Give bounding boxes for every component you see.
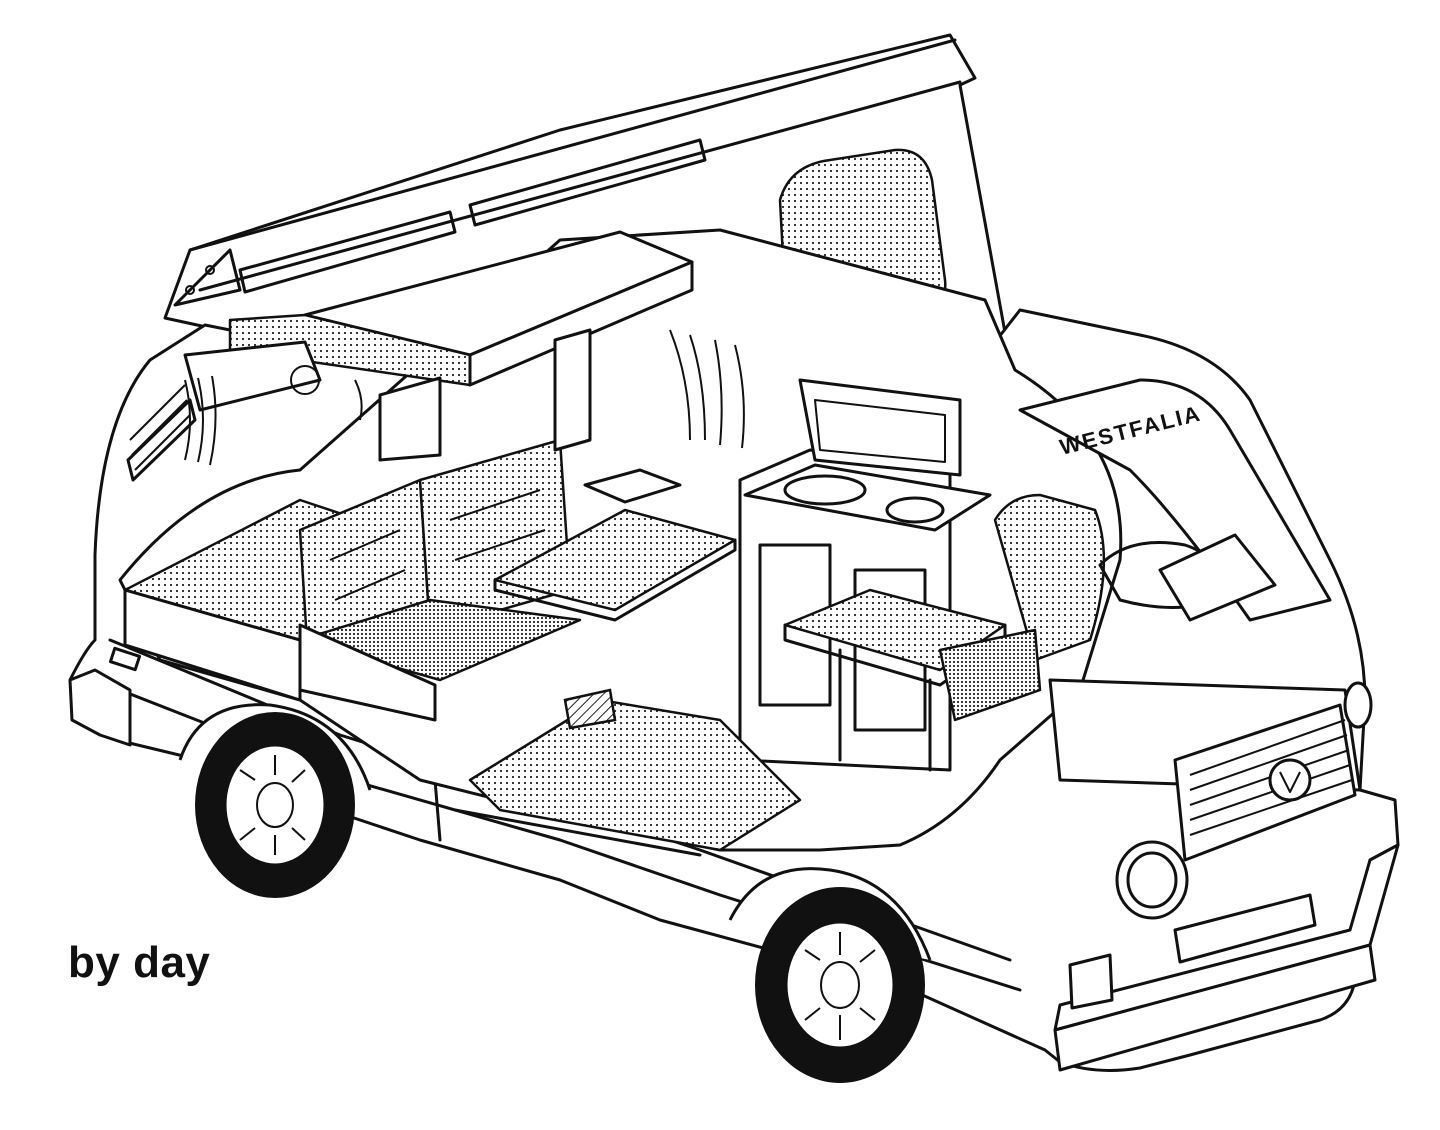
front-end (1048, 678, 1400, 1072)
caption-by-day: by day (68, 938, 211, 987)
front-seat (938, 493, 1106, 722)
front-wheel (728, 867, 932, 1083)
curtains (184, 329, 745, 466)
rear-vent-louvres (126, 384, 197, 482)
rear-wheel (178, 703, 372, 898)
rear-cabinet (183, 328, 592, 462)
roof-bunk-board (228, 230, 694, 387)
driver-cab (1018, 378, 1332, 622)
